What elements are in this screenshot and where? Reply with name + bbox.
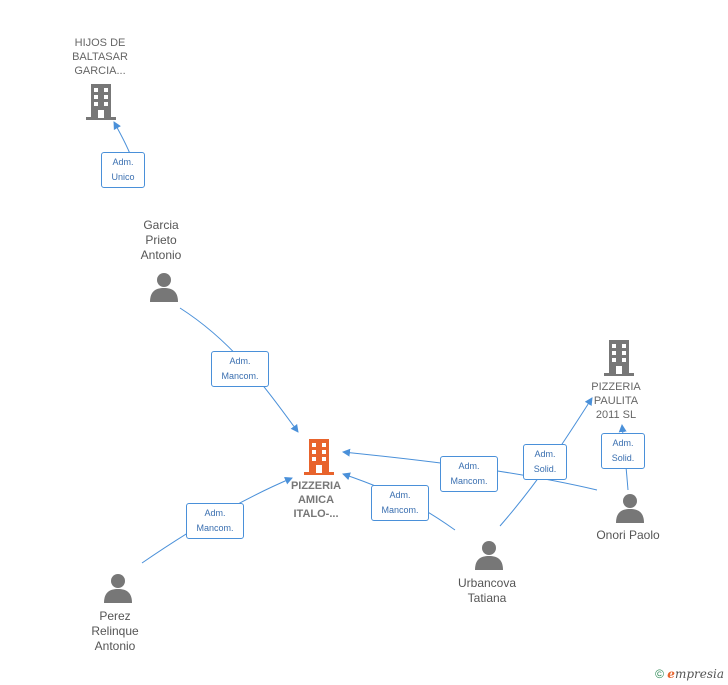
node-label-perez[interactable]: Perez Relinque Antonio xyxy=(91,609,139,653)
edge-label-garcia-amica[interactable]: Adm. Mancom. xyxy=(211,351,269,387)
node-label-urbancova[interactable]: Urbancova Tatiana xyxy=(457,576,517,605)
person-icon[interactable] xyxy=(149,272,179,302)
edge-label-urbancova-paulita[interactable]: Adm. Solid. xyxy=(523,444,567,480)
edge-label-garcia-hijos[interactable]: Adm. Unico xyxy=(101,152,145,188)
edge-label-onori-amica[interactable]: Adm. Mancom. xyxy=(440,456,498,492)
building-focus-icon[interactable] xyxy=(303,439,335,475)
node-label-garcia[interactable]: Garcia Prieto Antonio xyxy=(140,218,182,262)
person-icon[interactable] xyxy=(615,493,645,523)
footer-copyright: © empresia xyxy=(655,667,724,681)
edge-label-perez-amica[interactable]: Adm. Mancom. xyxy=(186,503,244,539)
node-label-pizzeria-amica[interactable]: PIZZERIA AMICA ITALO-... xyxy=(290,480,342,520)
node-label-pizzeria-paulita[interactable]: PIZZERIA PAULITA 2011 SL xyxy=(591,381,641,421)
building-icon[interactable] xyxy=(85,84,117,120)
brand-logo[interactable]: empresia xyxy=(667,667,724,681)
node-label-onori[interactable]: Onori Paolo xyxy=(596,528,660,542)
person-icon[interactable] xyxy=(103,573,133,603)
copyright-icon: © xyxy=(655,667,664,681)
edge-label-onori-paulita[interactable]: Adm. Solid. xyxy=(601,433,645,469)
person-icon[interactable] xyxy=(474,540,504,570)
edge-label-urbancova-amica[interactable]: Adm. Mancom. xyxy=(371,485,429,521)
node-label-hijos[interactable]: HIJOS DE BALTASAR GARCIA... xyxy=(72,37,128,77)
building-icon[interactable] xyxy=(603,340,635,376)
